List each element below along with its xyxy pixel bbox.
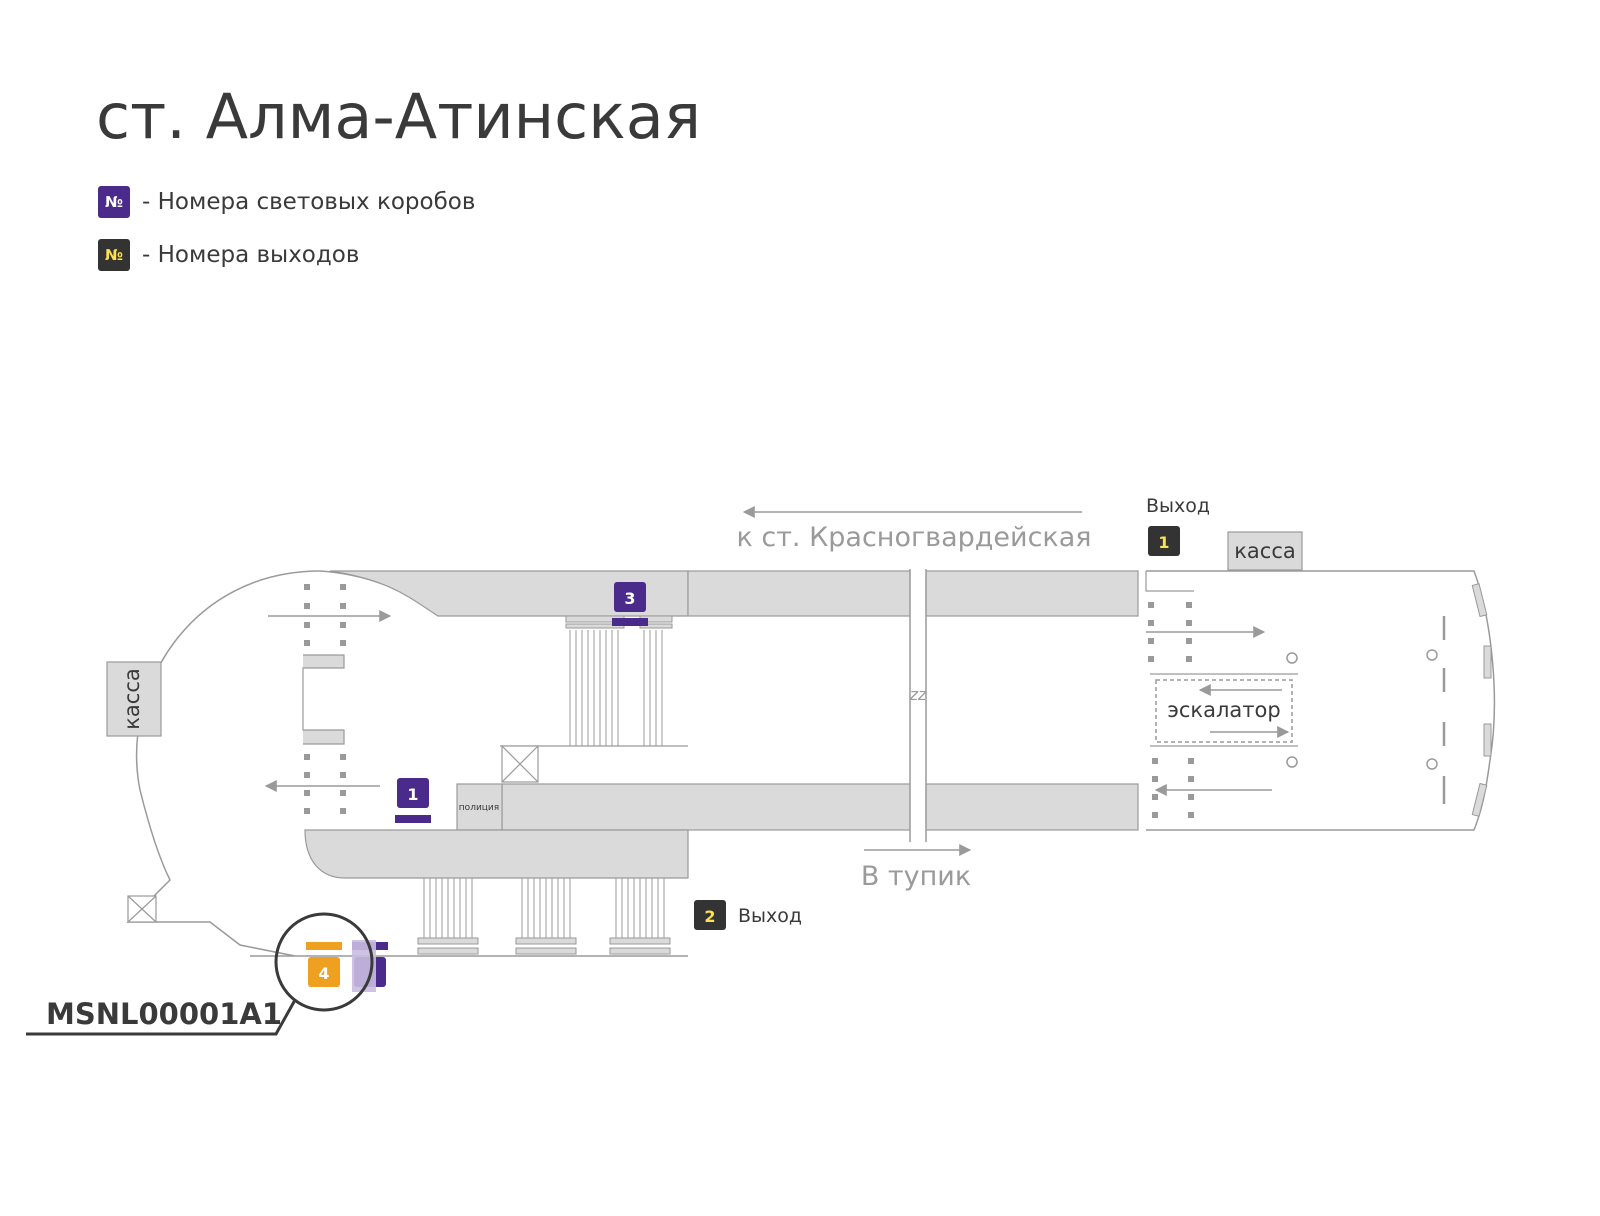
- turnstile-dots-right: [1148, 602, 1194, 818]
- legend-exit-text: - Номера выходов: [142, 242, 360, 268]
- exit-1-number: 1: [1158, 533, 1169, 552]
- highlight-circle: [274, 912, 374, 1012]
- kassa-left-label: касса: [120, 668, 144, 730]
- code-leader-line: [26, 999, 297, 1036]
- lightbox-4-number: 4: [318, 964, 329, 983]
- exit-2-number: 2: [704, 907, 715, 926]
- lightbox-3-bar: [612, 618, 648, 626]
- legend-exit-chip: №: [98, 239, 130, 271]
- legend-exit: № - Номера выходов: [98, 239, 359, 271]
- lightbox-4-bar: [306, 942, 342, 950]
- left-booth-bracket: [302, 654, 345, 745]
- bottom-platform-curve: [304, 829, 689, 879]
- legend-lightbox: № - Номера световых коробов: [98, 186, 475, 218]
- stairs-bottom: [417, 878, 671, 955]
- exit-2-badge: [694, 900, 726, 930]
- exit-1-label: Выход: [1146, 495, 1210, 517]
- legend-lightbox-chip: №: [98, 186, 130, 218]
- escalator-box: [1155, 679, 1293, 743]
- bottom-track: [501, 783, 1139, 831]
- lightbox-3-number: 3: [624, 589, 635, 608]
- exit-1-badge: [1148, 526, 1180, 556]
- lightbox-1-bar: [395, 815, 431, 823]
- turnstile-dots-left: [304, 584, 346, 814]
- placement-code: MSNL00001A1: [46, 997, 282, 1031]
- lightbox-3-badge: [614, 582, 646, 612]
- break-mark: zz: [909, 685, 927, 704]
- kassa-right: [1227, 531, 1303, 571]
- stairs-top: [565, 615, 673, 746]
- police-room: [456, 783, 503, 831]
- direction-top-label: к ст. Красногвардейская: [736, 522, 1091, 553]
- left-vestibule-outline: [126, 570, 321, 957]
- exit-2-label: Выход: [738, 905, 802, 927]
- kassa-right-label: касса: [1234, 539, 1296, 563]
- police-label: полиция: [459, 803, 499, 813]
- top-platform-curve: [329, 570, 689, 617]
- lightbox-1-badge: [397, 778, 429, 808]
- escalator-label: эскалатор: [1167, 698, 1280, 722]
- kassa-left: [106, 661, 162, 737]
- lightbox-4-badge: [308, 957, 340, 987]
- legend-lightbox-text: - Номера световых коробов: [142, 189, 476, 215]
- direction-bottom-label: В тупик: [861, 861, 971, 892]
- lightbox-1-number: 1: [407, 785, 418, 804]
- page-title: ст. Алма-Атинская: [96, 80, 701, 153]
